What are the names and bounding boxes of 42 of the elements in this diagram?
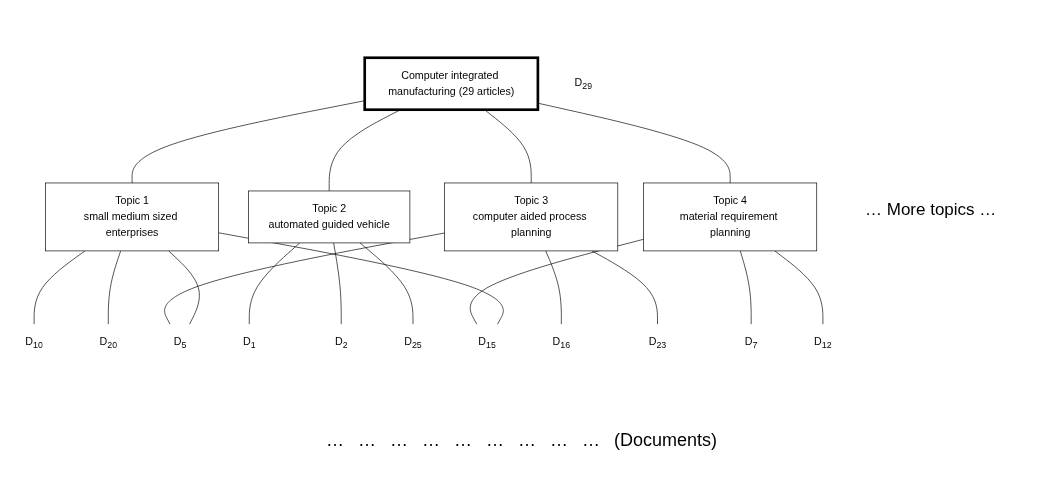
node-text: D$_{20}$ — [99, 336, 118, 351]
ellipsis: … — [550, 430, 568, 451]
ellipsis: … — [582, 430, 600, 451]
node-box: Computer integrated manufacturing (29 articles) — [363, 56, 540, 112]
node-box: Topic 2 automated guided vehicle — [248, 190, 411, 244]
node-text: D$_{12}$ — [814, 336, 832, 351]
ellipsis: … — [390, 430, 408, 451]
node-text: D$_{2}$ — [334, 336, 348, 351]
ellipsis: … — [422, 430, 440, 451]
ellipsis: … — [358, 430, 376, 451]
connector — [164, 232, 445, 325]
node-text: D$_{23}$ — [648, 336, 667, 351]
node-text: D$_{10}$ — [25, 336, 43, 351]
connector — [739, 250, 752, 325]
connector — [545, 250, 562, 325]
node-text: D$_{5}$ — [173, 336, 187, 351]
connector — [537, 102, 731, 184]
connector — [359, 242, 414, 325]
node-box: Topic 3 computer aided process planning — [444, 182, 619, 252]
node-text: D$_{25}$ — [404, 336, 422, 351]
ellipsis: … — [326, 430, 344, 451]
ellipsis: … — [454, 430, 472, 451]
connector — [484, 109, 532, 184]
connector — [774, 250, 824, 325]
connector — [107, 250, 121, 325]
connector — [218, 232, 504, 325]
node-text: D$_{1}$ — [242, 336, 256, 351]
connector — [469, 238, 644, 325]
node-text: D$_{16}$ — [552, 336, 571, 351]
connector — [33, 250, 86, 325]
node-text: D$_{29}$ — [574, 76, 593, 91]
connector — [333, 242, 342, 325]
ellipsis: … — [486, 430, 504, 451]
documents-note: (Documents) — [614, 430, 717, 451]
node-text: D$_{15}$ — [478, 336, 496, 351]
connector — [168, 250, 200, 325]
node-box: Topic 4 material requirement planning — [643, 182, 818, 252]
ellipsis: … — [518, 430, 536, 451]
node-box: Topic 1 small medium sized enterprises — [45, 182, 219, 252]
node-text: D$_{7}$ — [744, 336, 758, 351]
more-topics-note: … More topics … — [865, 200, 997, 219]
connector — [248, 242, 301, 325]
